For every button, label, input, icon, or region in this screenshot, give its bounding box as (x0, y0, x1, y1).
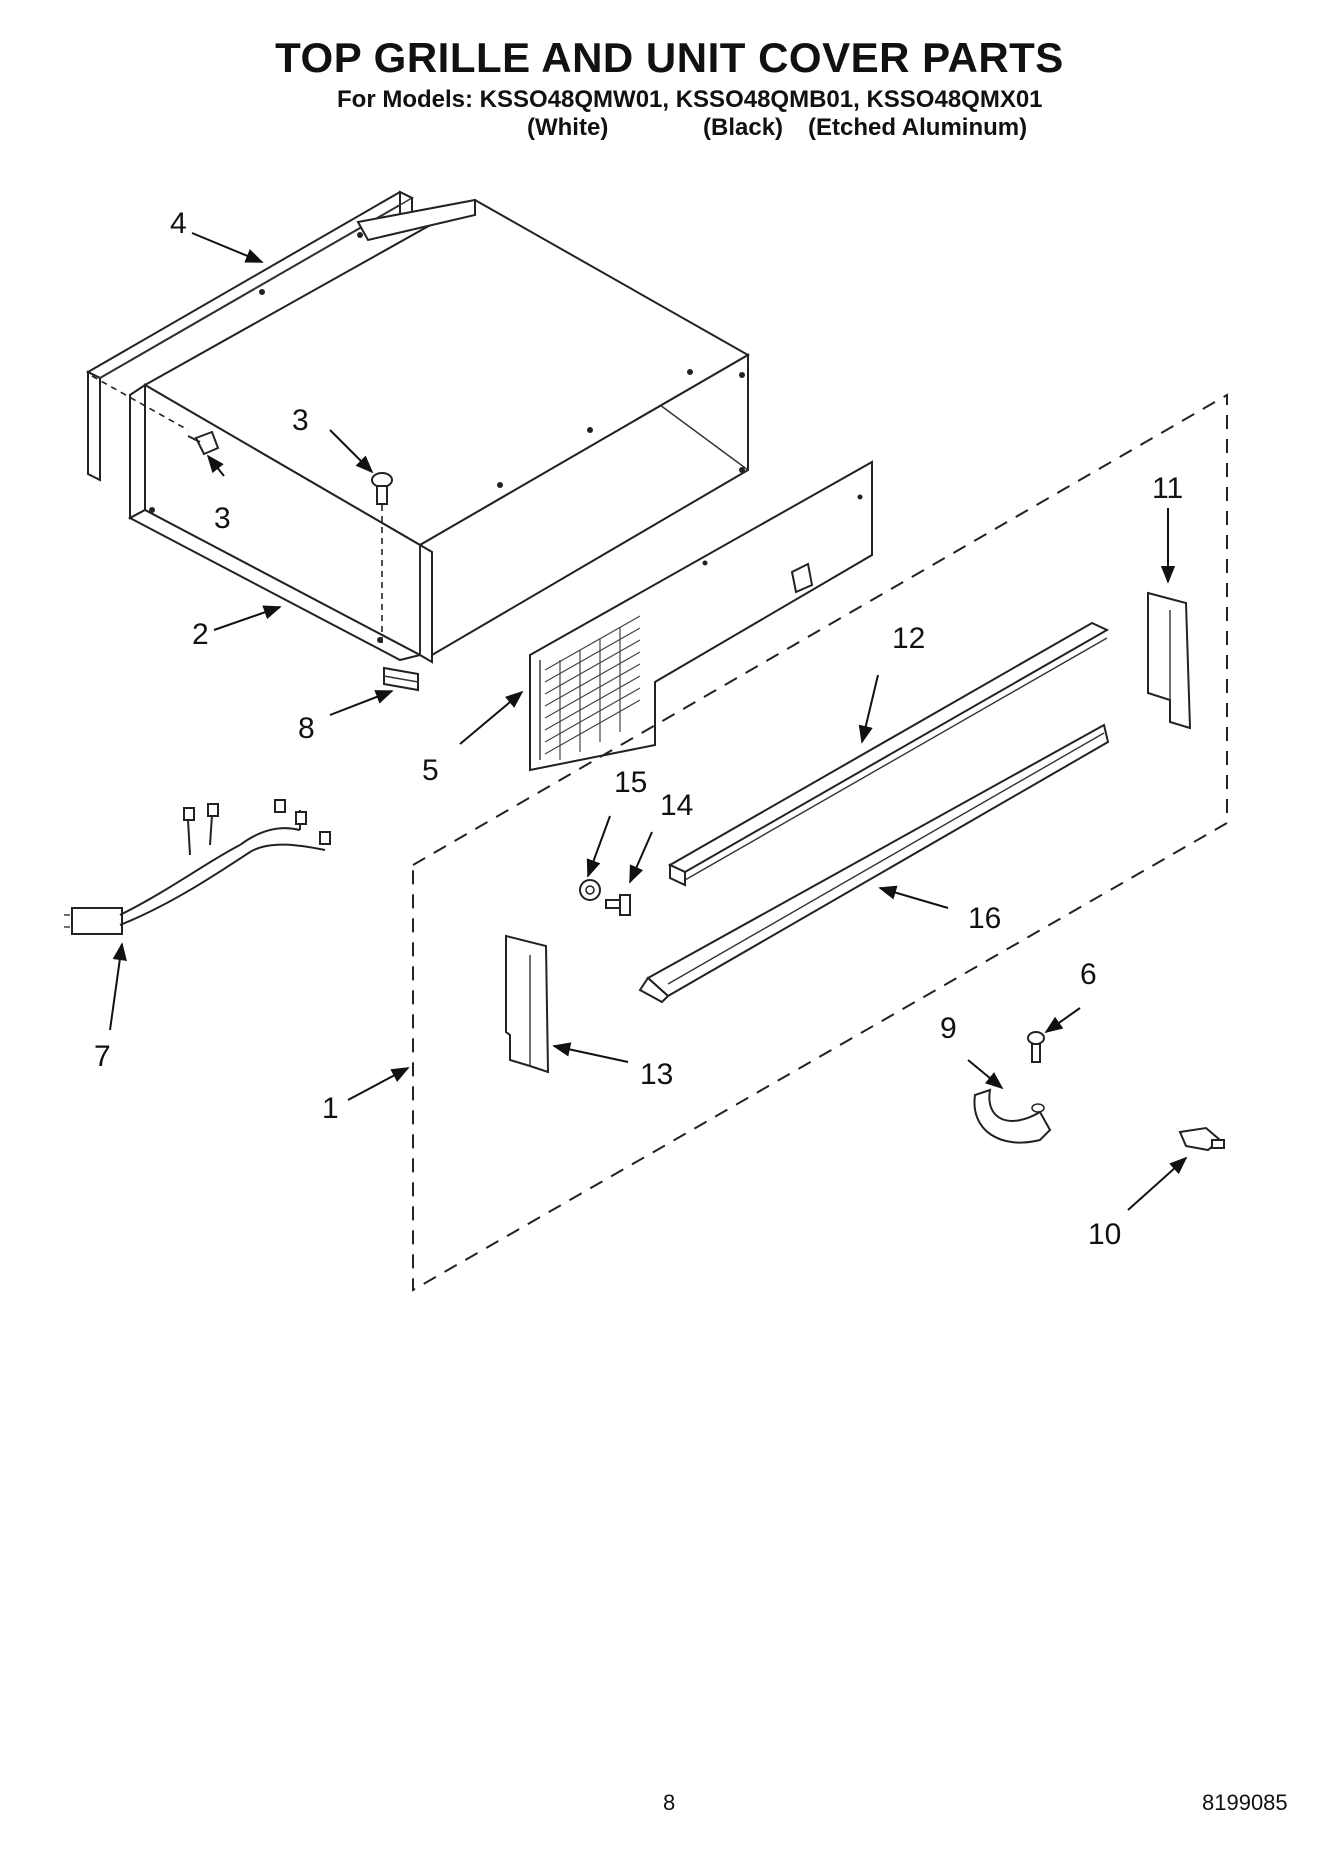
leader-7 (109, 942, 127, 1031)
leader-3-top (329, 429, 374, 474)
finish-etched-aluminum: (Etched Aluminum) (808, 114, 1028, 141)
alignment-line-part-4 (91, 375, 189, 431)
part-8-clip (383, 666, 419, 692)
callout-11: 11 (1152, 472, 1183, 505)
callout-10: 10 (1088, 1218, 1121, 1251)
leader-2 (213, 605, 282, 631)
leader-5 (459, 690, 524, 745)
page-number: 8 (663, 1790, 676, 1815)
callout-2: 2 (192, 618, 209, 651)
callout-4: 4 (170, 207, 187, 240)
leader-10 (1127, 1156, 1188, 1211)
callout-13: 13 (640, 1058, 673, 1091)
callout-14: 14 (660, 789, 693, 822)
part-6-screw (1027, 1031, 1045, 1063)
leader-6 (1044, 1007, 1081, 1034)
leader-13 (552, 1042, 629, 1063)
leader-3-side (206, 454, 225, 477)
callout-12: 12 (892, 622, 925, 655)
callout-6: 6 (1080, 958, 1097, 991)
part-11-right-bracket (1147, 591, 1192, 730)
page-title: TOP GRILLE AND UNIT COVER PARTS (275, 34, 1064, 81)
leader-15 (586, 815, 611, 878)
callout-1: 1 (322, 1092, 339, 1125)
part-16-bottom-rail (638, 723, 1110, 1004)
callout-3-side: 3 (214, 502, 231, 535)
part-14-pin (605, 894, 631, 916)
finish-black: (Black) (703, 114, 784, 141)
leader-4 (191, 232, 264, 263)
part-15-nut (579, 879, 601, 901)
part-12-top-rail (667, 621, 1110, 887)
part-10-small-bracket (1178, 1126, 1225, 1152)
part-13-left-bracket (505, 934, 550, 1074)
part-9-clamp (973, 1088, 1052, 1144)
leader-12 (858, 674, 879, 744)
part-7-wire-harness (64, 799, 331, 935)
leader-1 (347, 1067, 410, 1101)
leader-8 (329, 690, 394, 716)
models-line: For Models: KSSO48QMW01, KSSO48QMB01, KS… (337, 86, 1043, 113)
callout-16: 16 (968, 902, 1001, 935)
finish-white: (White) (527, 114, 609, 141)
part-4-rear-panel (85, 190, 415, 482)
leader-14 (629, 831, 653, 884)
callout-7: 7 (94, 1040, 111, 1073)
leader-16 (878, 885, 949, 909)
part-2-unit-cover (127, 198, 751, 664)
document-number: 8199085 (1202, 1790, 1288, 1815)
callout-8: 8 (298, 712, 315, 745)
callout-9: 9 (940, 1012, 957, 1045)
part-3-screw-top (371, 472, 393, 648)
leader-9 (967, 1059, 1004, 1090)
part-5-grille-panel (529, 460, 873, 772)
callout-3-top: 3 (292, 404, 309, 437)
callout-5: 5 (422, 754, 439, 787)
callout-15: 15 (614, 766, 647, 799)
part-1-assembly-boundary (412, 393, 1228, 1292)
part-3-screw-side (187, 430, 220, 456)
